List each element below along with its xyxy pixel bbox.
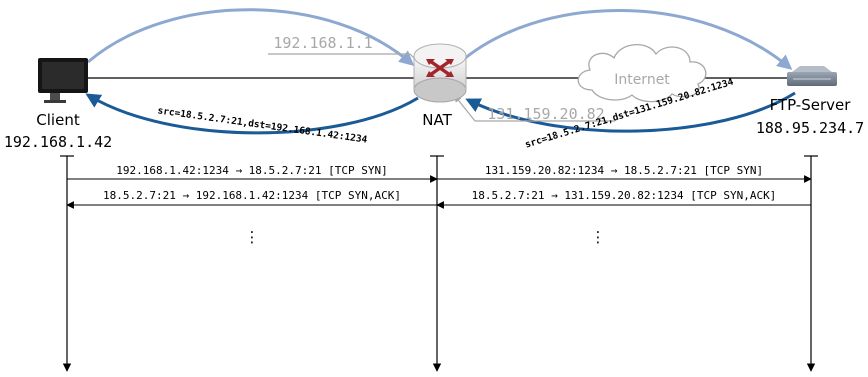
forward-arc-client-nat (87, 8, 415, 66)
timeline-nat (430, 155, 444, 372)
ftp-server-icon (787, 66, 837, 86)
ellipsis-left: ⋮ (245, 228, 260, 246)
timeline-client (60, 155, 74, 372)
message-label-left-synack: 18.5.2.7:21 → 192.168.1.42:1234 [TCP SYN… (103, 189, 401, 202)
timeline-server (804, 155, 818, 372)
nat-outer-ip-label: 131.159.20.82 (487, 105, 604, 123)
return-arc-nat-client (85, 93, 419, 135)
message-label-left-syn: 192.168.1.42:1234 → 18.5.2.7:21 [TCP SYN… (116, 164, 388, 177)
return-arc-server-nat (465, 91, 796, 133)
server-ip-label: 188.95.234.7 (756, 119, 864, 137)
internet-cloud-icon (577, 44, 707, 103)
nat-inner-ip-label: 192.168.1.1 (273, 34, 372, 52)
nat-cross-arrows-icon (426, 59, 454, 77)
internet-label: Internet (614, 72, 670, 88)
client-ip-label: 192.168.1.42 (4, 133, 112, 151)
nat-router-icon (413, 43, 467, 103)
message-label-right-synack: 18.5.2.7:21 → 131.159.20.82:1234 [TCP SY… (472, 189, 777, 202)
nat-name-label: NAT (422, 111, 452, 129)
server-name-label: FTP-Server (770, 96, 852, 114)
client-name-label: Client (36, 111, 80, 129)
client-monitor-icon (38, 58, 88, 103)
forward-arc-nat-server (457, 9, 793, 70)
message-label-right-syn: 131.159.20.82:1234 → 18.5.2.7:21 [TCP SY… (485, 164, 763, 177)
ellipsis-right: ⋮ (591, 228, 606, 246)
